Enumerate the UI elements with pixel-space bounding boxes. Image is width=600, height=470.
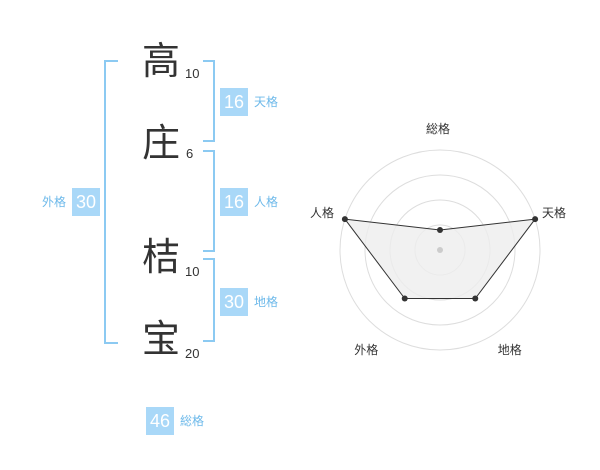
- radar-point: [472, 295, 479, 302]
- chikaku-bracket: [203, 258, 215, 342]
- chikaku-value: 30: [220, 288, 248, 316]
- radar-center-dot: [437, 247, 443, 253]
- soukaku-value: 46: [146, 407, 174, 435]
- radar-point: [437, 227, 443, 233]
- name-char-2: 庄: [142, 121, 181, 165]
- radar-ring: [339, 149, 541, 351]
- radar-point: [401, 295, 408, 302]
- stroke-count-4: 20: [185, 346, 200, 361]
- radar-axis-label: 人格: [309, 206, 334, 221]
- chikaku-label: 地格: [254, 295, 279, 309]
- radar-ring: [364, 174, 516, 326]
- radar-axis-label: 天格: [542, 206, 567, 221]
- jinkaku-label: 人格: [254, 195, 279, 209]
- stroke-count-2: 6: [186, 146, 194, 161]
- radar-point: [532, 216, 539, 223]
- gaikaku-value: 30: [72, 188, 100, 216]
- tenkaku-bracket: [203, 60, 215, 142]
- gaikaku-label: 外格: [42, 195, 67, 209]
- tenkaku-label: 天格: [254, 95, 279, 109]
- name-char-3: 桔: [142, 235, 181, 279]
- tenkaku-value: 16: [220, 88, 248, 116]
- radar-axis-label: 地格: [497, 342, 522, 357]
- radar-polygon: [343, 218, 537, 300]
- stroke-count-3: 10: [185, 264, 200, 279]
- gaikaku-bracket: [104, 60, 118, 344]
- radar-axis-label: 総格: [426, 122, 451, 136]
- name-char-1: 高: [142, 39, 181, 83]
- radar-axis-label: 外格: [354, 342, 379, 357]
- jinkaku-value: 16: [220, 188, 248, 216]
- radar-point: [341, 216, 348, 223]
- soukaku-label: 総格: [180, 414, 205, 428]
- stroke-count-1: 10: [185, 66, 200, 81]
- name-char-4: 宝: [142, 317, 181, 361]
- radar-points: [341, 216, 539, 302]
- jinkaku-bracket: [203, 150, 215, 252]
